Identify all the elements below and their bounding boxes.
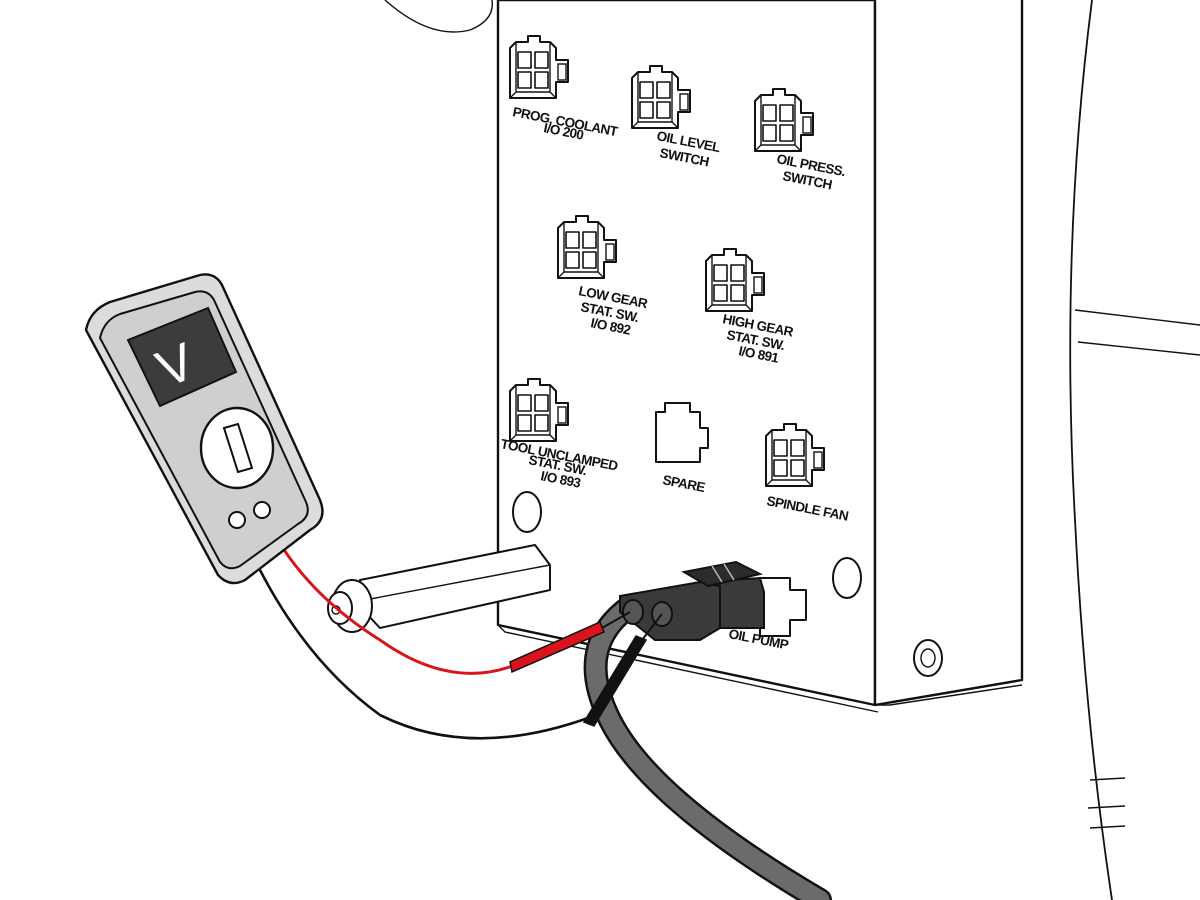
red-lead-wire: [262, 514, 516, 675]
oil-pump-plug: [619, 560, 765, 641]
panel-hole: [832, 557, 862, 599]
panel-screw: [913, 639, 943, 677]
connector-panel: [496, 0, 1024, 713]
meter-com-jack: [228, 511, 246, 529]
connector-oil-pump: [759, 577, 807, 637]
connector-spare: [655, 402, 709, 463]
black-probe: [582, 635, 648, 727]
oil-pump-cable: [583, 598, 832, 900]
machine-outline: [384, 0, 1200, 900]
meter-dial-pointer: [222, 422, 254, 474]
meter-screen: [126, 306, 238, 408]
meter-volt-jack: [253, 501, 271, 519]
panel-hole: [512, 491, 542, 533]
multimeter-icon: V: [84, 273, 324, 585]
black-lead-wire: [235, 519, 589, 740]
test-leads: [235, 514, 663, 740]
red-probe: [509, 620, 605, 674]
